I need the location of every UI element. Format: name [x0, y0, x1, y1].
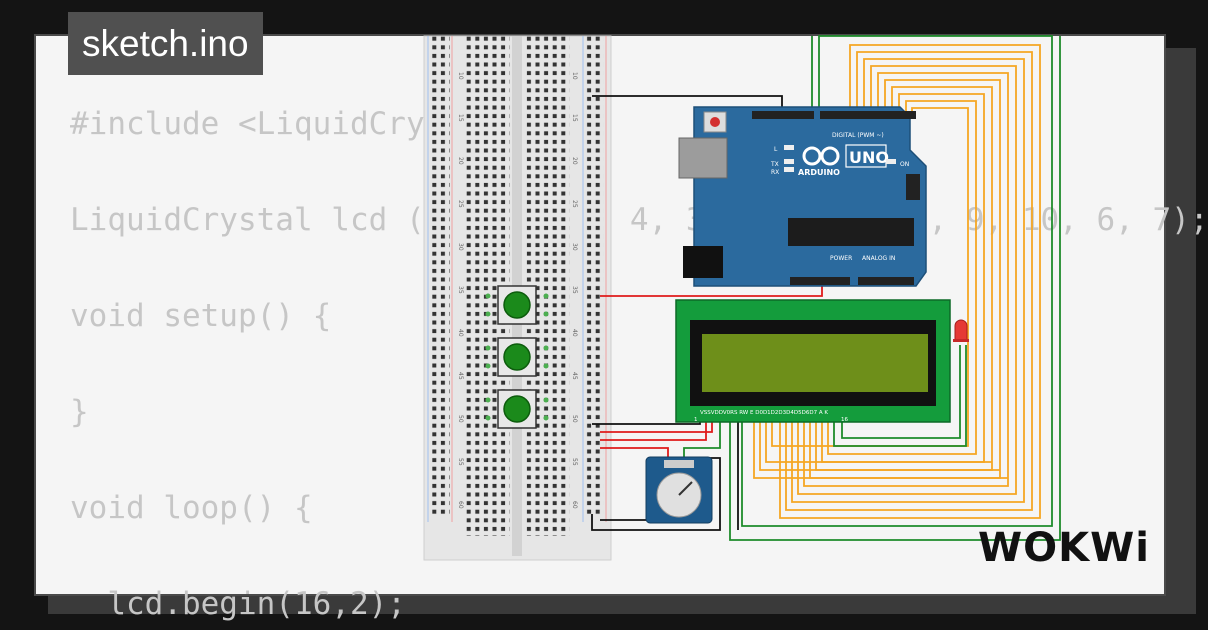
push-button-1[interactable]: [485, 285, 549, 325]
row-label-20-right: 20: [571, 157, 578, 165]
l-led-label: L: [774, 146, 778, 153]
header-power: [790, 277, 850, 285]
code-line-setup-close: }: [70, 394, 89, 430]
lcd-pin-1-label: 1: [694, 417, 698, 423]
code-line-setup: void setup() {: [70, 298, 332, 334]
power-jack: [683, 246, 723, 278]
row-label-15: 15: [457, 114, 464, 122]
knob-indicator-icon: [678, 481, 693, 496]
tx-led-label: TX: [770, 161, 779, 168]
analog-in-label: ANALOG IN: [862, 255, 895, 262]
row-label-10: 10: [457, 72, 464, 80]
lcd-16x2-display[interactable]: VSSVDDV0RS RW E D0D1D2D3D4D5D6D7 A K 1 1…: [675, 299, 951, 423]
row-label-30-right: 30: [571, 243, 578, 251]
row-label-60-right: 60: [571, 501, 578, 509]
orange-wires: [753, 44, 1041, 519]
row-label-45-right: 45: [571, 372, 578, 380]
board-model-label: UNO: [849, 148, 889, 167]
wokwi-logo: WOKWi: [978, 525, 1150, 571]
row-label-50-right: 50: [571, 415, 578, 423]
on-led-label: ON: [900, 161, 909, 168]
potentiometer[interactable]: [645, 456, 713, 524]
code-line-begin: lcd.begin(16,2);: [70, 586, 406, 622]
power-label: POWER: [830, 255, 852, 262]
row-label-50: 50: [457, 415, 464, 423]
usb-port: [678, 137, 728, 179]
row-label-30: 30: [457, 243, 464, 251]
push-button-3[interactable]: [485, 389, 549, 429]
row-label-25-right: 25: [571, 200, 578, 208]
lcd-pin-labels: VSSVDDV0RS RW E D0D1D2D3D4D5D6D7 A K: [700, 410, 828, 416]
row-label-15-right: 15: [571, 114, 578, 122]
row-label-40: 40: [457, 329, 464, 337]
board-brand-label: ARDUINO: [798, 168, 840, 177]
row-label-10-right: 10: [571, 72, 578, 80]
red-led[interactable]: [953, 319, 969, 342]
row-label-35: 35: [457, 286, 464, 294]
lcd-screen: [702, 334, 928, 392]
code-line-loop: void loop() {: [70, 490, 313, 526]
row-label-25: 25: [457, 200, 464, 208]
arduino-uno-board[interactable]: UNO ARDUINO DIGITAL (PWM ~) ANALOG IN PO…: [678, 106, 927, 287]
push-button-2[interactable]: [485, 337, 549, 377]
row-label-40-right: 40: [571, 329, 578, 337]
row-label-60: 60: [457, 501, 464, 509]
row-label-55: 55: [457, 458, 464, 466]
row-label-55-right: 55: [571, 458, 578, 466]
rx-led-label: RX: [771, 169, 779, 176]
header-digital-right: [820, 111, 916, 119]
atmega-chip: [788, 218, 914, 246]
green-wires: [683, 35, 1061, 541]
row-label-35-right: 35: [571, 286, 578, 294]
row-label-45: 45: [457, 372, 464, 380]
lcd-pin-16-label: 16: [841, 417, 848, 423]
row-label-20: 20: [457, 157, 464, 165]
sketch-tab[interactable]: sketch.ino: [68, 12, 263, 75]
header-analog: [858, 277, 914, 285]
infinity-logo-icon: [802, 146, 840, 166]
digital-pins-label: DIGITAL (PWM ~): [832, 132, 884, 139]
header-digital-left: [752, 111, 814, 119]
